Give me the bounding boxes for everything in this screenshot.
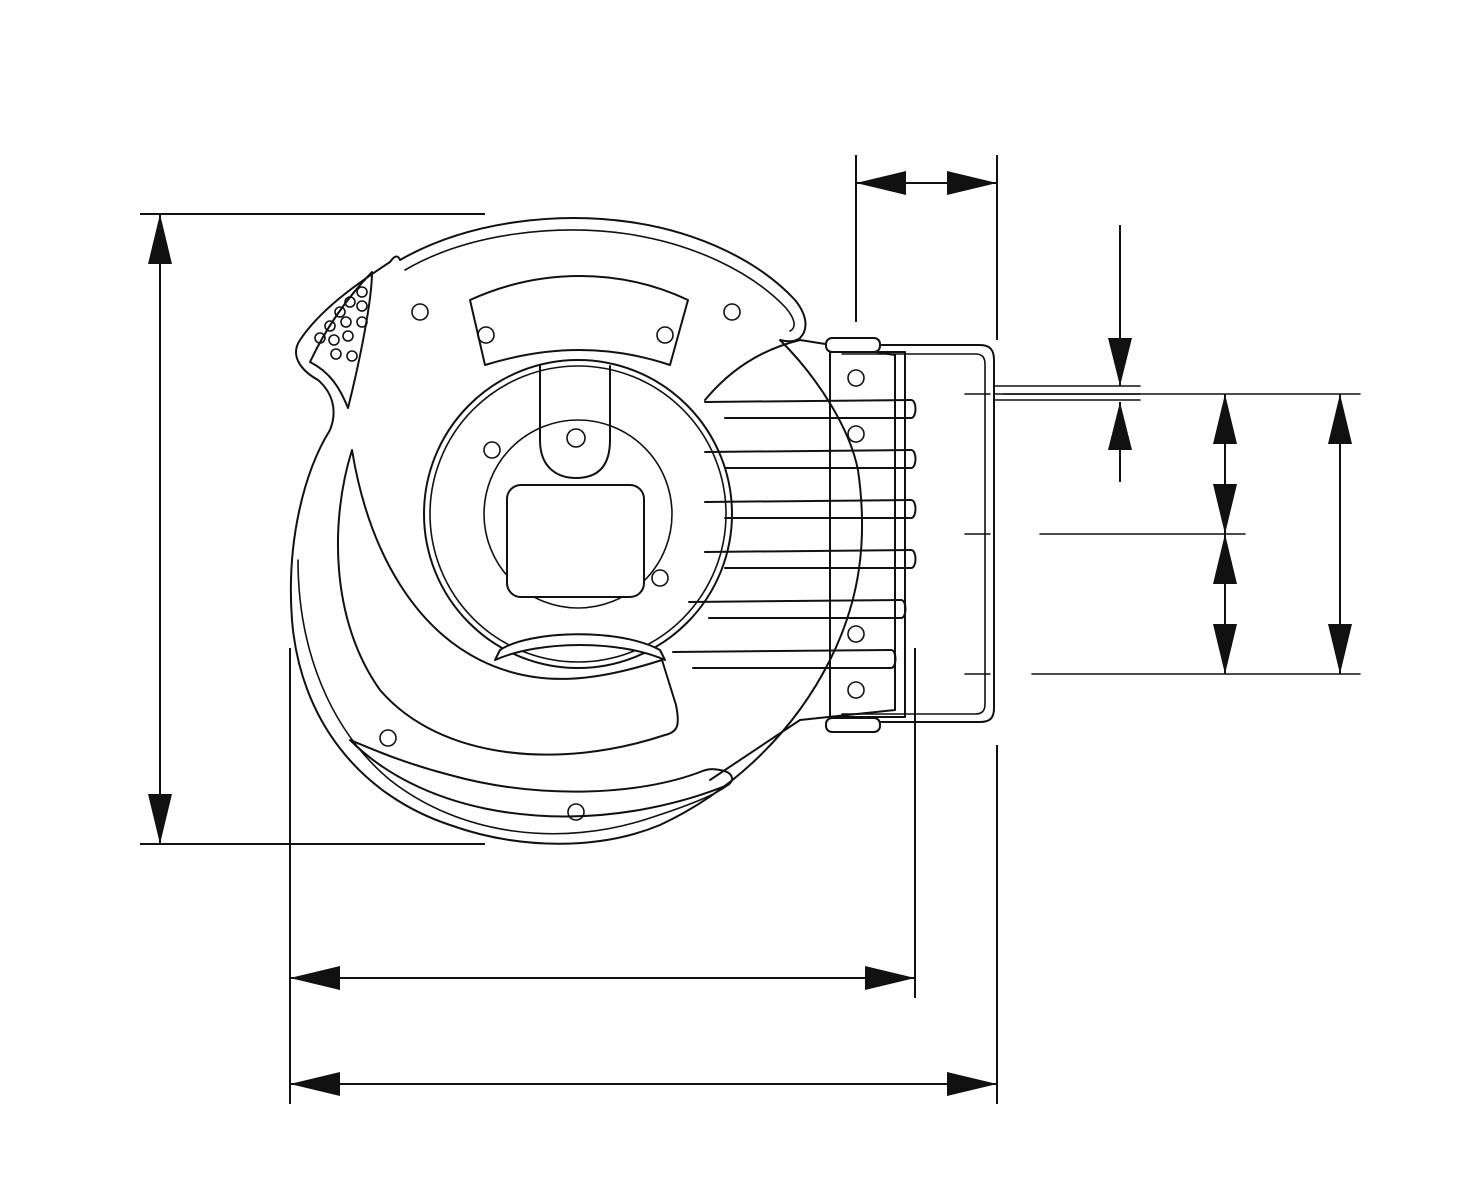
dim-overall-width <box>290 745 998 1104</box>
guide-body <box>704 339 896 781</box>
centerlines <box>964 393 1361 675</box>
drum-hub <box>483 419 673 609</box>
guide-screws <box>847 369 865 699</box>
crescent-cover <box>336 449 679 756</box>
guide-plate <box>829 351 906 718</box>
reel-housing <box>289 217 864 845</box>
guide-slot <box>672 649 897 669</box>
hub-arm <box>539 365 611 479</box>
housing-outer-outline <box>289 217 864 845</box>
guide-slots <box>672 399 917 669</box>
guide-slot <box>704 499 917 519</box>
mounting-bracket <box>831 344 995 723</box>
dim-bracket-depth <box>855 155 998 340</box>
mounting-bracket-inner <box>841 353 986 715</box>
drum-outer <box>423 359 733 669</box>
guide-slot <box>704 449 917 469</box>
lower-guard <box>349 739 733 818</box>
drum-outer-rim <box>429 365 727 663</box>
housing-inner-outline <box>404 229 795 332</box>
bracket-pin-bottom <box>825 717 881 733</box>
dimensions <box>140 155 1352 1104</box>
hub-block <box>506 484 645 598</box>
dim-half-spacing <box>1213 394 1237 674</box>
top-label-plate <box>469 275 689 366</box>
housing-rim-lower <box>297 559 729 835</box>
guide-slot <box>704 399 917 419</box>
hose-guide <box>672 337 1141 781</box>
screws <box>379 303 741 821</box>
guide-slot <box>688 599 907 619</box>
grip-dots <box>314 286 368 362</box>
dim-overall-height <box>140 213 485 845</box>
dim-hose-diameter <box>1108 225 1132 482</box>
hose-stub <box>994 385 1141 401</box>
dim-body-width <box>289 648 916 1104</box>
drum-notch <box>494 633 666 661</box>
dim-mount-spacing <box>1328 394 1352 674</box>
guide-slot <box>704 549 917 569</box>
bracket-pin-top <box>825 337 881 353</box>
grip-pad <box>309 271 373 409</box>
